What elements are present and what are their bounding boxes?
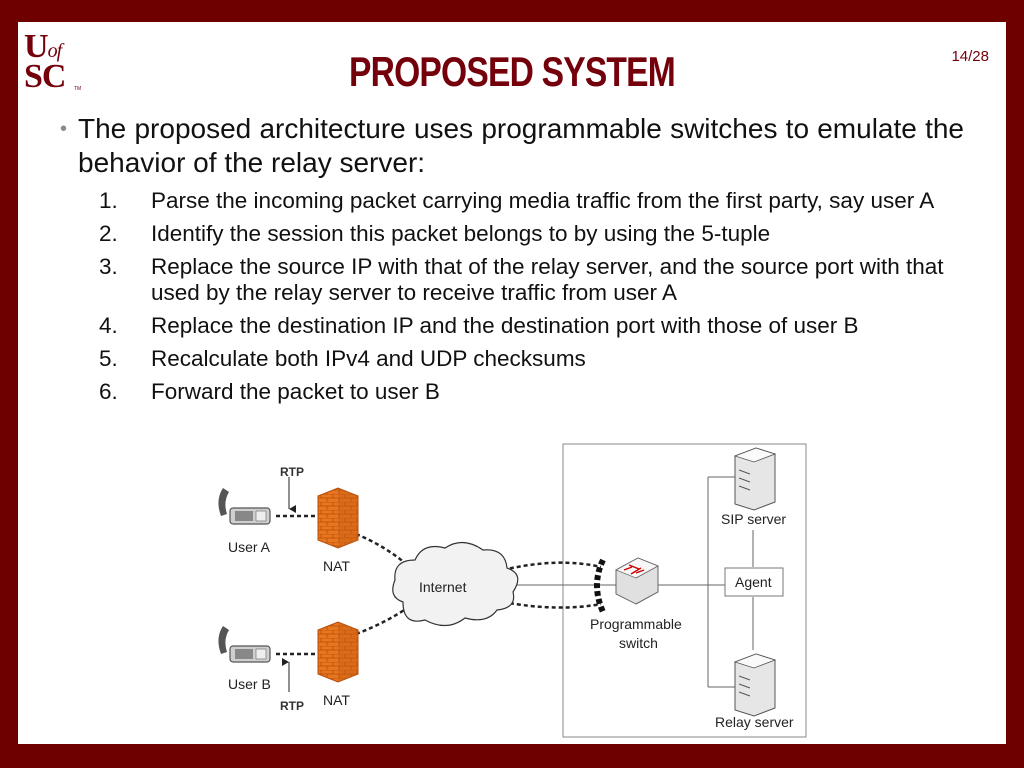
steps-list: 1.Parse the incoming packet carrying med… <box>99 188 979 412</box>
logo-u: U <box>24 28 49 65</box>
list-item: 5.Recalculate both IPv4 and UDP checksum… <box>99 346 586 371</box>
relay-server-label: Relay server <box>715 714 794 730</box>
logo-trademark: TM <box>74 86 82 92</box>
list-item: 4.Replace the destination IP and the des… <box>99 313 859 338</box>
rtp-label-top: RTP <box>280 465 304 479</box>
switch-icon <box>615 557 659 605</box>
agent-box <box>724 567 784 597</box>
nat-label-top: NAT <box>323 558 350 574</box>
switch-label-line1: Programmable <box>590 616 682 632</box>
switch-label-line2: switch <box>619 635 658 651</box>
slide-title: PROPOSED SYSTEM <box>349 48 676 95</box>
firewall-icon <box>317 487 359 549</box>
internet-label: Internet <box>419 579 467 595</box>
logo-of: of <box>47 40 63 62</box>
internet-cloud-icon <box>392 541 519 627</box>
server-icon <box>733 653 777 717</box>
intro-bullet: • The proposed architecture uses program… <box>60 112 964 180</box>
logo-sc: SC <box>24 58 66 95</box>
bullet-dot-icon: • <box>60 118 68 140</box>
list-item: 2.Identify the session this packet belon… <box>99 221 771 246</box>
list-item: 3.Replace the source IP with that of the… <box>99 254 944 305</box>
server-icon <box>733 447 777 511</box>
list-item: 6.Forward the packet to user B <box>99 379 440 404</box>
slide: Uof SC TM PROPOSED SYSTEM 14/28 • The pr… <box>18 22 1006 744</box>
telephone-icon <box>218 488 271 525</box>
nat-label-bottom: NAT <box>323 692 350 708</box>
firewall-icon <box>317 621 359 683</box>
sip-server-label: SIP server <box>721 511 786 527</box>
server-side-box <box>562 443 807 738</box>
telephone-icon <box>218 626 271 663</box>
intro-text: The proposed architecture uses programma… <box>78 113 964 178</box>
university-logo: Uof SC TM <box>24 30 84 96</box>
network-diagram: RTP RTP User A User B NAT NAT Internet P… <box>218 443 807 738</box>
list-item: 1.Parse the incoming packet carrying med… <box>99 188 935 213</box>
rtp-label-bottom: RTP <box>280 699 304 713</box>
user-a-label: User A <box>228 539 271 555</box>
page-number: 14/28 <box>951 48 989 65</box>
agent-label: Agent <box>735 574 772 590</box>
user-b-label: User B <box>228 676 271 692</box>
